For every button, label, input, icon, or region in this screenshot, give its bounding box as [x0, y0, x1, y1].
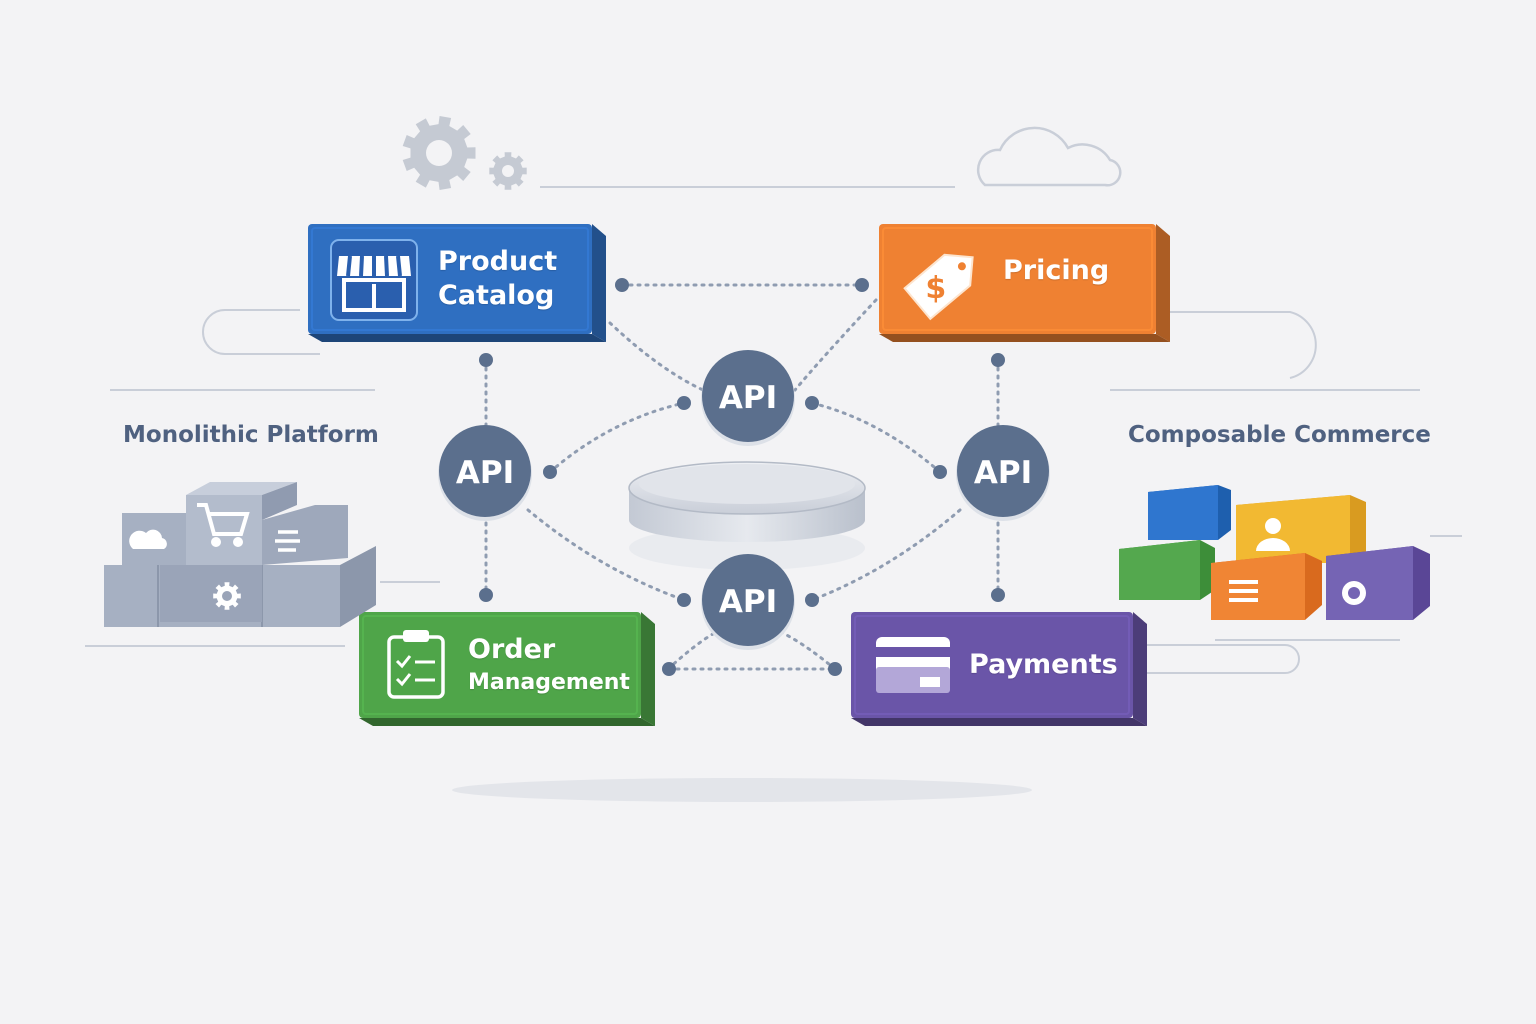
price-tag-icon: $: [903, 253, 974, 321]
floor-shadow: [452, 778, 1032, 802]
api-label: API: [456, 455, 514, 491]
background-decorations: [85, 186, 1462, 674]
brand-logo-icon: [275, 530, 300, 552]
user-icon: [1256, 518, 1290, 551]
gear-icon: [213, 582, 241, 610]
payments-title: Payments: [969, 649, 1118, 680]
credit-card-icon: [876, 637, 950, 693]
api-connectors: [479, 278, 1005, 676]
storefront-icon: [330, 239, 418, 321]
platform-disc: [628, 461, 866, 570]
monolith-blocks: [104, 482, 376, 627]
gear-icon: [402, 116, 527, 190]
globe-icon: [1342, 581, 1366, 605]
api-node-right: API: [956, 425, 1050, 521]
cloud-icon: [976, 126, 1122, 187]
api-node-left: API: [438, 425, 532, 521]
composable-commerce-label: Composable Commerce: [1128, 422, 1431, 448]
list-icon: [1229, 580, 1258, 602]
clipboard-checklist-icon: [387, 630, 445, 699]
svg-text:$: $: [925, 271, 946, 306]
product-catalog-title: Product: [438, 246, 558, 277]
composable-blocks: [1119, 485, 1430, 620]
api-label: API: [974, 455, 1032, 491]
cloud-icon: [129, 529, 167, 549]
shopping-cart-icon: [197, 503, 250, 547]
api-node-top: API: [701, 350, 795, 446]
api-node-bottom: API: [701, 554, 795, 650]
monolithic-platform-label: Monolithic Platform: [123, 422, 379, 448]
pricing-title: Pricing: [1003, 255, 1110, 286]
product-catalog-subtitle: Catalog: [438, 280, 555, 311]
api-label: API: [719, 380, 777, 416]
pricing-service: [879, 224, 1170, 342]
api-label: API: [719, 584, 777, 620]
order-management-title: Order: [468, 634, 556, 665]
order-management-subtitle: Management: [468, 670, 630, 695]
